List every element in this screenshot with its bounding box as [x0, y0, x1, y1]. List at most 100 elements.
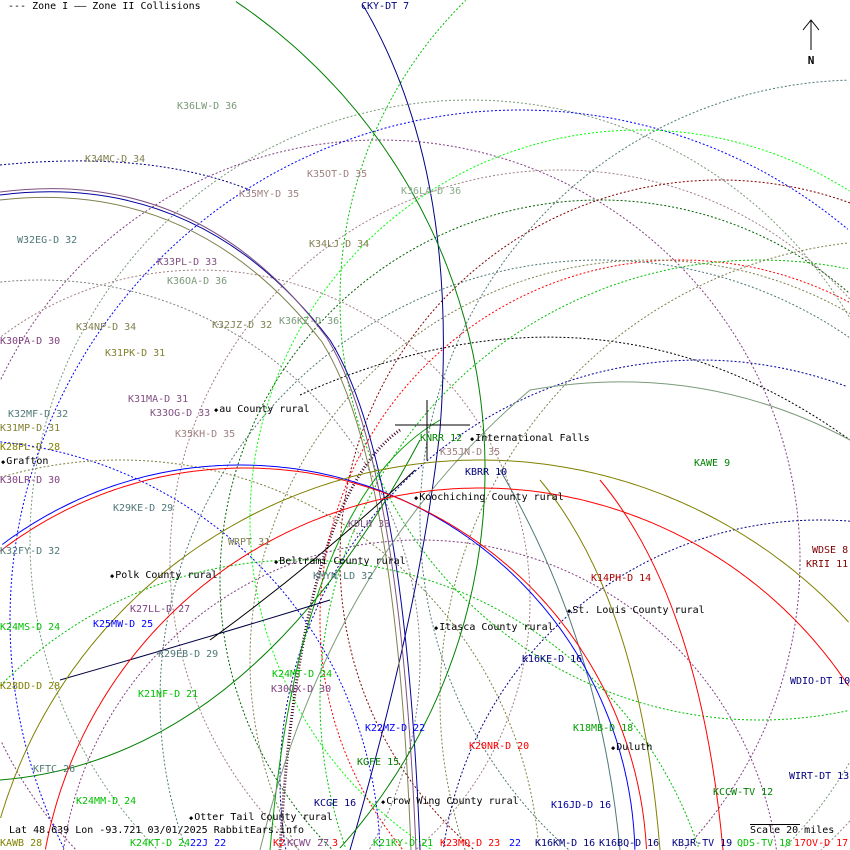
place-label: Otter Tail County rural [189, 812, 332, 824]
station-label[interactable]: K24MS-D 24 [0, 622, 61, 633]
station-label[interactable]: KBJR-TV 19 [672, 838, 733, 849]
station-label[interactable]: K30QX-D 30 [271, 684, 332, 695]
station-label[interactable]: K21NF-D 21 [138, 689, 199, 700]
zone1-coverage-arc [339, 179, 850, 850]
station-label[interactable]: K33OG-D 33 [150, 408, 211, 419]
station-label[interactable]: CKY-DT 7 [361, 1, 410, 12]
zone2-arc [0, 439, 421, 781]
station-label[interactable]: K24MT-D 24 [272, 669, 333, 680]
station-label[interactable]: KFTC 26 [33, 764, 76, 775]
station-label[interactable]: WDIO-DT 10 [790, 676, 850, 687]
zone1-coverage-arc [416, 600, 531, 850]
station-label[interactable]: KAWE 9 [694, 458, 731, 469]
station-label[interactable]: K22MZ-D 22 [365, 723, 426, 734]
station-label[interactable]: K32MF-D 32 [8, 409, 69, 420]
station-label[interactable]: K24MM-D 24 [76, 796, 137, 807]
zone1-coverage-arc [684, 560, 801, 850]
station-label[interactable]: K35KH-D 35 [175, 429, 236, 440]
station-label[interactable]: KDLH 33 [348, 519, 391, 530]
station-label[interactable]: KNRR 12 [420, 433, 463, 444]
zone1-coverage-arc [820, 820, 850, 850]
station-label[interactable]: KBRR 10 [465, 467, 508, 478]
station-label[interactable]: WIRT-DT 13 [789, 771, 850, 782]
zone1-coverage-arc [368, 660, 421, 850]
legend-zone1: --- Zone I [8, 1, 69, 12]
station-label[interactable]: W32EG-D 32 [17, 235, 78, 246]
station-label[interactable]: K36OA-D 36 [167, 276, 228, 287]
station-label[interactable]: K24KT-D 24 [130, 838, 191, 849]
zone2-arc [259, 381, 850, 850]
station-label[interactable]: K27LL-D 27 [130, 604, 191, 615]
station-label[interactable]: K31PK-D 31 [105, 348, 166, 359]
zone2-arc [59, 599, 331, 681]
station-label[interactable]: WDSE 8 [812, 545, 849, 556]
station-label[interactable]: K35OT-D 35 [307, 169, 368, 180]
station-label[interactable]: KCWV 27 [287, 838, 330, 849]
station-label[interactable]: K35MY-D 35 [239, 189, 300, 200]
legend-zone2: —— Zone II Collisions [74, 1, 201, 12]
station-label[interactable]: K33PL-D 33 [157, 257, 218, 268]
zone1-coverage-arc [169, 169, 850, 850]
station-label[interactable]: K32FY-D 32 [0, 546, 61, 557]
station-label[interactable]: K34MC-D 34 [85, 154, 146, 165]
station-label[interactable]: K36LA-D 36 [401, 186, 462, 197]
place-label: au County rural [214, 404, 309, 416]
station-label[interactable]: K31MP-D 31 [0, 423, 61, 434]
zone1-arc [0, 160, 251, 191]
north-arrow-icon [802, 19, 820, 50]
place-label: Crow Wing County rural [381, 796, 518, 808]
coordinates-readout: Lat 48.639 Lon -93.721 03/01/2025 Rabbit… [9, 825, 305, 836]
station-label[interactable]: K16KE-D 16 [522, 654, 583, 665]
station-label[interactable]: K34NP-D 34 [76, 322, 137, 333]
station-label[interactable]: K31MA-D 31 [128, 394, 189, 405]
zone2-arc [499, 469, 621, 850]
place-label: International Falls [470, 433, 589, 445]
crosshair [395, 400, 470, 460]
station-label[interactable]: K2 [273, 838, 286, 849]
station-label[interactable]: KGFE 15 [357, 757, 400, 768]
station-label[interactable]: QDS-TV 18 [737, 838, 792, 849]
station-label[interactable]: KRII 11 [806, 559, 849, 570]
station-label[interactable]: 22 [509, 838, 522, 849]
station-label[interactable]: K28DD-D 28 [0, 681, 61, 692]
zone1-coverage-arc [159, 259, 850, 848]
station-label[interactable]: WRPT 31 [228, 537, 271, 548]
station-label[interactable]: K32JZ-D 32 [212, 320, 273, 331]
place-label: Itasca County rural [434, 622, 553, 634]
station-label[interactable]: K29EB-D 29 [158, 649, 219, 660]
station-label[interactable]: K20NR-D 20 [469, 741, 530, 752]
station-label[interactable]: KMYN-LD 32 [313, 571, 374, 582]
station-label[interactable]: 3 [332, 838, 339, 849]
station-label[interactable]: K28PL-D 28 [0, 442, 61, 453]
place-label: Grafton [1, 456, 48, 468]
station-label[interactable]: K16BQ-D 16 [599, 838, 660, 849]
station-label[interactable]: KCCW-TV 12 [713, 787, 774, 798]
station-label[interactable]: K36KZ-D 36 [279, 316, 340, 327]
station-label[interactable]: K21KY-D 21 [373, 838, 434, 849]
station-label[interactable]: K35JN-D 35 [440, 447, 501, 458]
station-label[interactable]: K36LW-D 36 [177, 101, 238, 112]
station-label[interactable]: K16KM-D 16 [535, 838, 596, 849]
station-label[interactable]: KCGE 16 [314, 798, 357, 809]
place-label: Beltrami County rural [274, 556, 405, 568]
station-label[interactable]: K34LJ-D 34 [309, 239, 370, 250]
station-label[interactable]: 17OV-D 17 [794, 838, 849, 849]
station-label[interactable]: KAWB 28 [0, 838, 43, 849]
station-label[interactable]: K18MB-D 18 [573, 723, 634, 734]
station-label[interactable]: 22J 22 [190, 838, 227, 849]
station-label[interactable]: K14PH-D 14 [591, 573, 652, 584]
station-label[interactable]: K30LR-D 30 [0, 475, 61, 486]
zone1-coverage-arc [0, 139, 801, 560]
station-label[interactable]: K25MW-D 25 [93, 619, 154, 630]
place-label: St. Louis County rural [567, 605, 704, 617]
station-label[interactable]: K23MQ-D 23 [440, 838, 501, 849]
scale-bar-line [750, 824, 800, 825]
station-label[interactable]: K16JD-D 16 [551, 800, 612, 811]
station-label[interactable]: K30PA-D 30 [0, 336, 61, 347]
place-label: Polk County rural [110, 570, 217, 582]
station-label[interactable]: K29KE-D 29 [113, 503, 174, 514]
zone1-coverage-arc [9, 109, 849, 848]
